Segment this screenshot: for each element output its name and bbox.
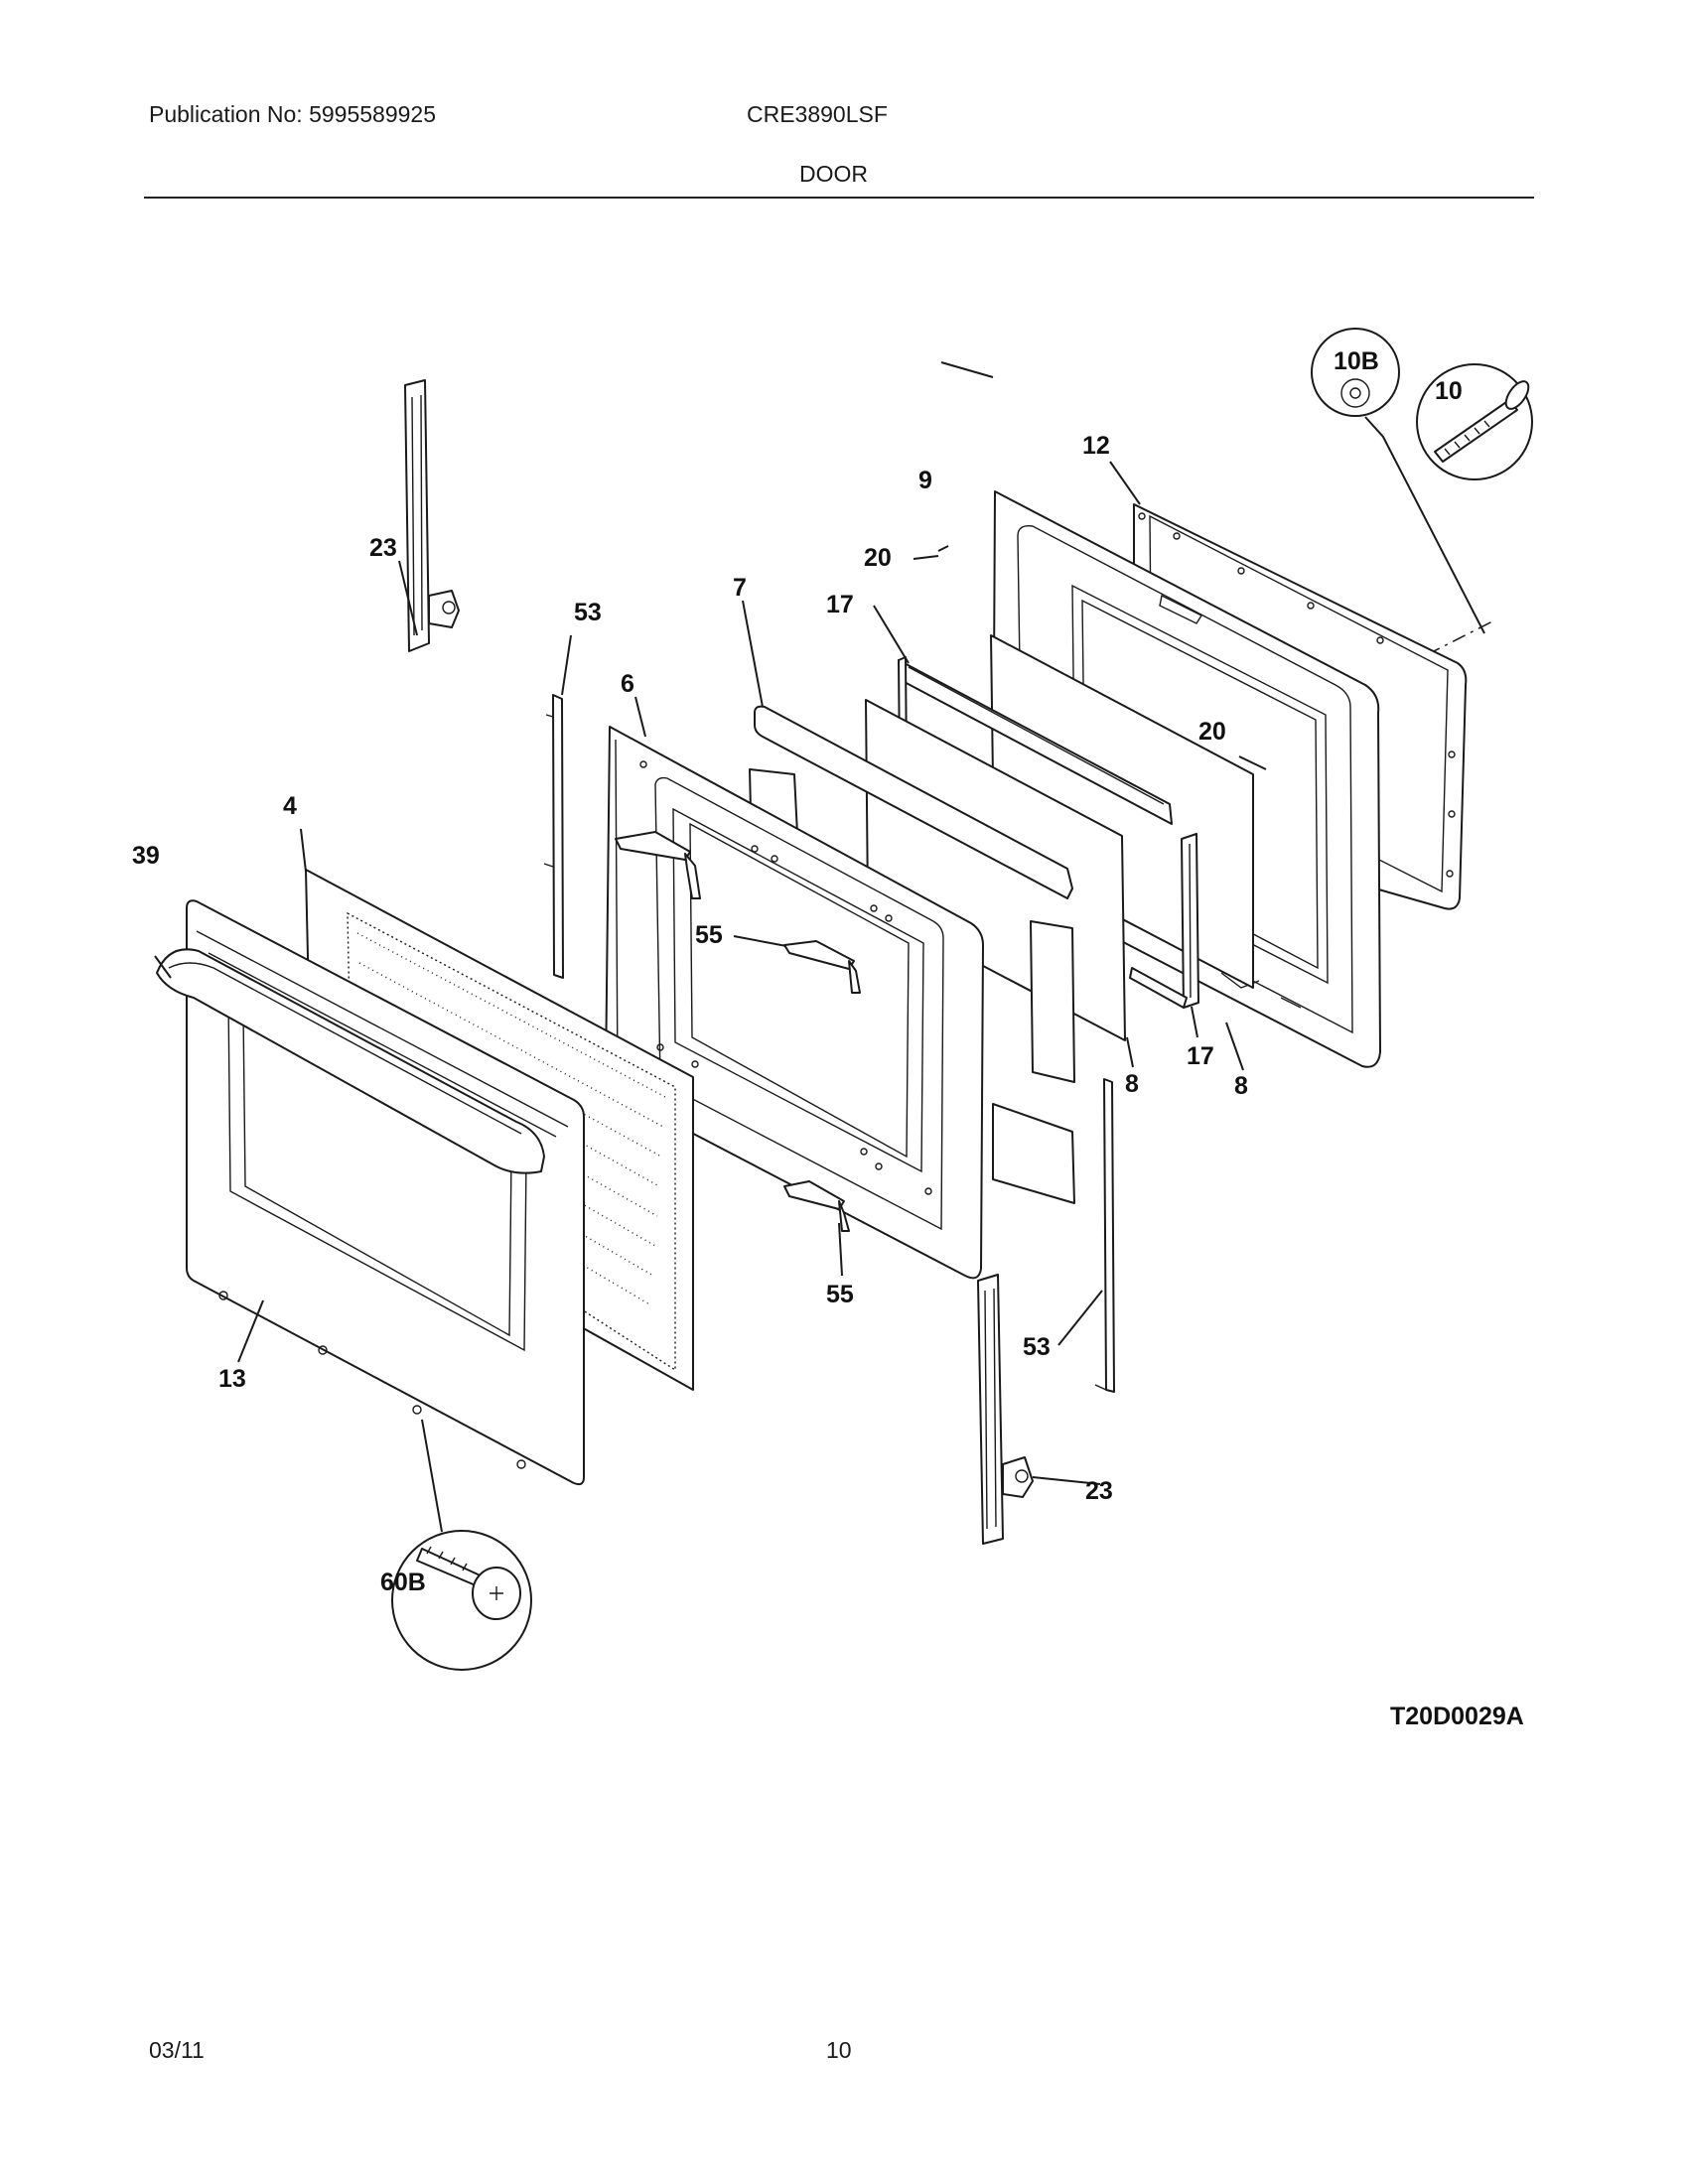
callout-8-middle: 8 bbox=[1125, 1070, 1139, 1098]
header-divider bbox=[144, 197, 1534, 199]
part-23-hinge-bottom bbox=[977, 1274, 1034, 1545]
detail-10-bolt bbox=[1416, 363, 1533, 480]
callout-9: 9 bbox=[918, 467, 932, 494]
part-53-side-strip-right bbox=[1103, 1078, 1115, 1393]
callout-23-top: 23 bbox=[369, 534, 397, 562]
leader-lines bbox=[154, 361, 1485, 1533]
callout-7: 7 bbox=[733, 574, 747, 602]
part-17-glass-retainer bbox=[898, 656, 1199, 1009]
part-23-hinge-top bbox=[404, 379, 460, 652]
diagram-reference-code: T20D0029A bbox=[1390, 1703, 1524, 1730]
callout-10: 10 bbox=[1435, 377, 1463, 405]
page-number: 10 bbox=[826, 2037, 852, 2063]
callout-20-top: 20 bbox=[864, 544, 892, 572]
callout-39: 39 bbox=[132, 842, 160, 870]
detail-60b-screw bbox=[391, 1530, 532, 1671]
callout-53-bottom: 53 bbox=[1023, 1333, 1051, 1361]
section-title: DOOR bbox=[799, 161, 868, 187]
publication-number: Publication No: 5995589925 bbox=[149, 101, 437, 127]
part-39-handle bbox=[156, 948, 545, 1174]
callout-4: 4 bbox=[283, 792, 297, 820]
callout-53-top: 53 bbox=[574, 599, 602, 626]
part-53-side-strip-left bbox=[552, 694, 564, 979]
part-6-door-frame bbox=[605, 726, 984, 1280]
callout-23-bottom: 23 bbox=[1085, 1477, 1113, 1505]
model-number: CRE3890LSF bbox=[747, 101, 888, 127]
callout-8-right: 8 bbox=[1234, 1072, 1248, 1100]
callout-10b: 10B bbox=[1334, 347, 1379, 375]
footer-date: 03/11 bbox=[149, 2037, 205, 2063]
detail-10b-washer bbox=[1311, 328, 1400, 417]
callout-60b: 60B bbox=[380, 1569, 426, 1596]
part-55-brackets bbox=[615, 831, 861, 1232]
callout-6: 6 bbox=[621, 670, 634, 698]
callout-17-top: 17 bbox=[826, 591, 854, 618]
callout-13: 13 bbox=[218, 1365, 246, 1393]
callout-20-right: 20 bbox=[1198, 718, 1226, 746]
callout-12: 12 bbox=[1082, 432, 1110, 460]
callout-55-mid: 55 bbox=[695, 921, 723, 949]
callout-55-bottom: 55 bbox=[826, 1281, 854, 1308]
callout-17-bottom: 17 bbox=[1187, 1042, 1214, 1070]
